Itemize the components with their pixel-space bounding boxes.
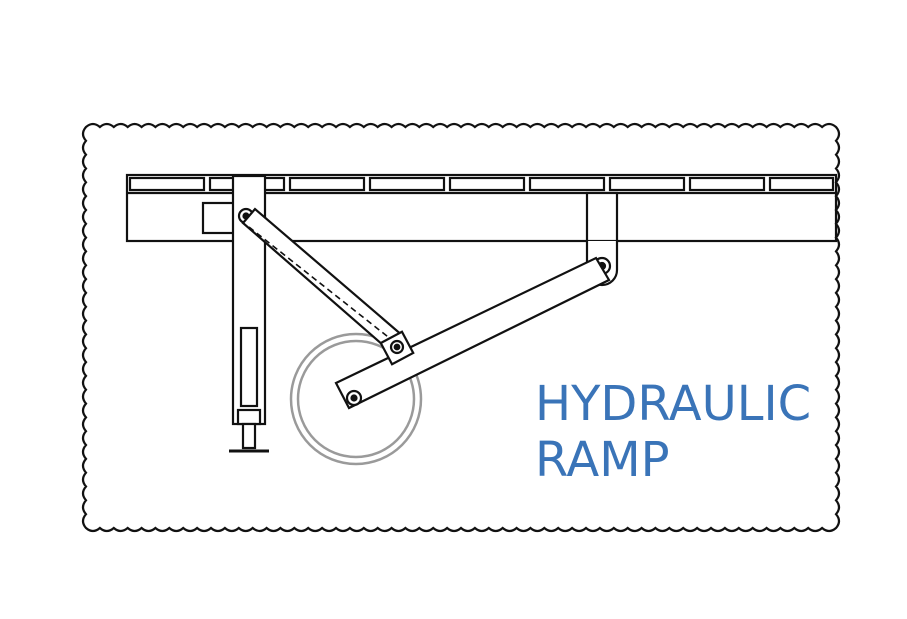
diagonal-strut — [241, 207, 415, 366]
scalloped-border — [81, 122, 841, 533]
wheel — [289, 332, 423, 466]
diagram-label-line-2: RAMP — [535, 432, 670, 488]
diagram-label-line-1: HYDRAULIC — [535, 376, 812, 432]
swing-arm — [334, 256, 611, 410]
